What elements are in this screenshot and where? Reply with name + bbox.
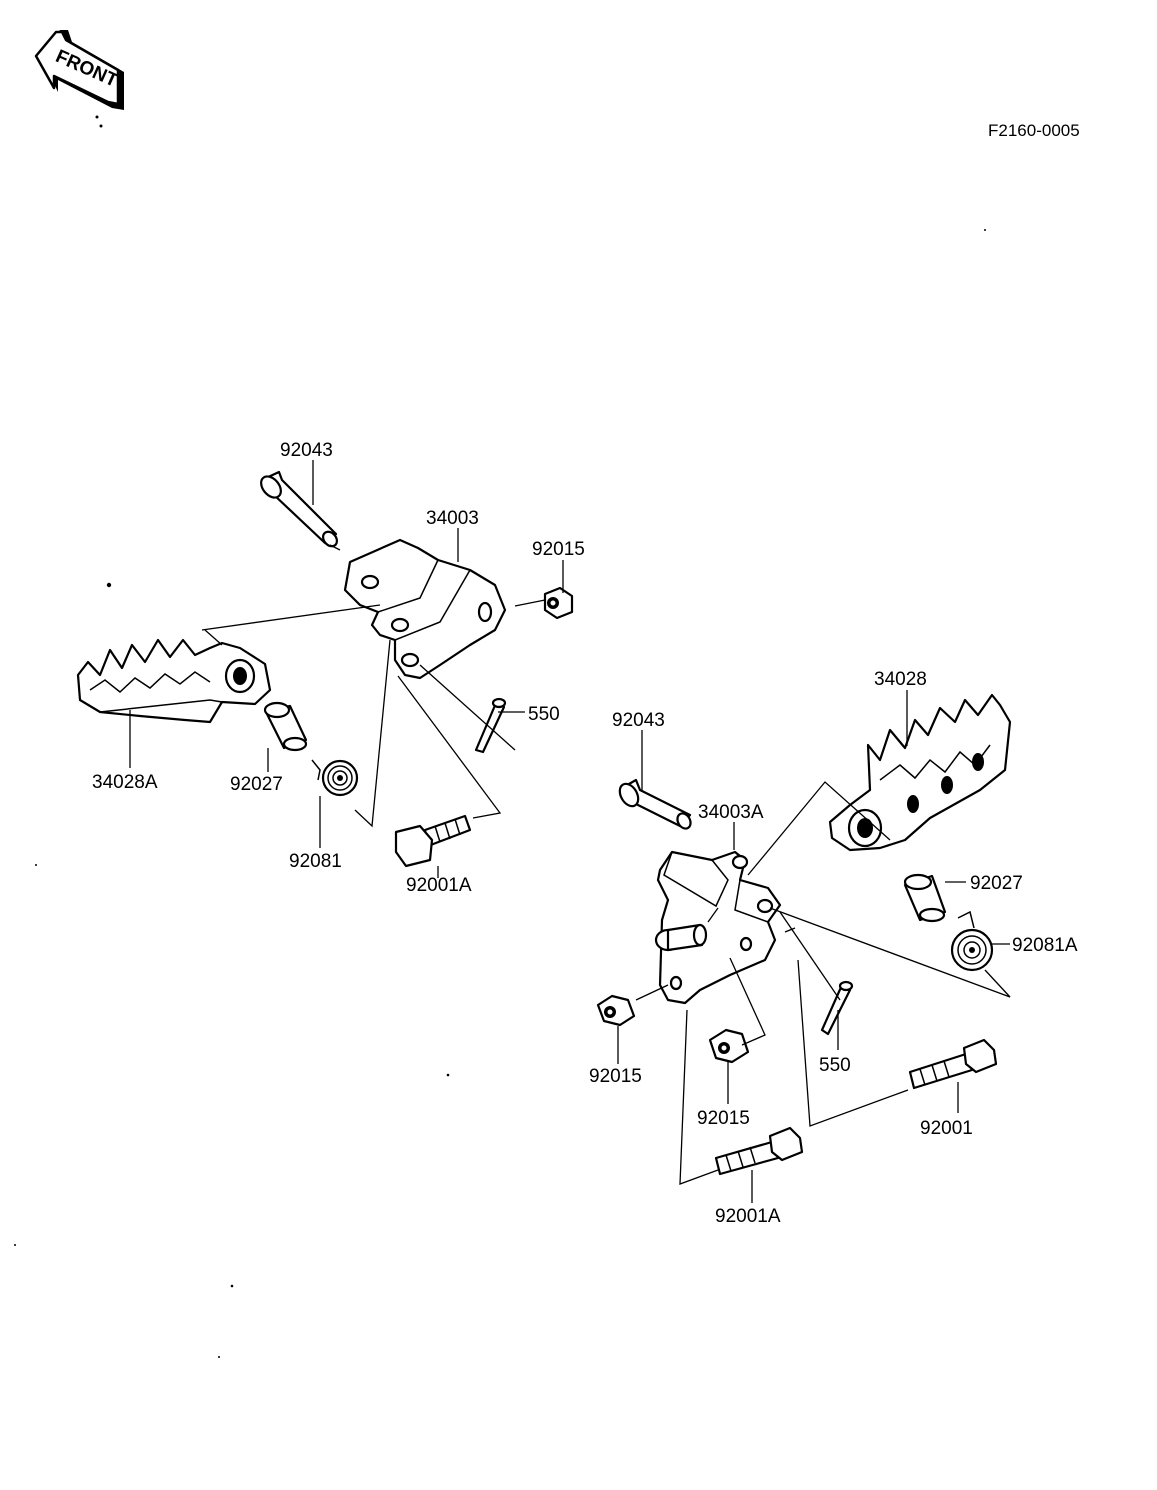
bracket-34003A: [654, 850, 782, 1005]
label-92001A-right: 92001A: [715, 1206, 781, 1227]
bolt-92001A-left: [394, 814, 472, 868]
cotter-pin-550-left: [474, 697, 507, 754]
cotter-pin-550-right: [820, 980, 854, 1036]
label-92001A-left: 92001A: [406, 875, 472, 896]
label-92015-top: 92015: [532, 539, 585, 560]
label-550-right: 550: [819, 1055, 851, 1076]
label-550-left: 550: [528, 704, 560, 725]
pin-92043-right: [618, 778, 692, 830]
spring-92081A: [950, 910, 994, 972]
leader-lines-left: [129, 460, 564, 878]
bushing-92027-left: [263, 701, 308, 752]
leader-lines-right: [617, 690, 1011, 1203]
spring-92081: [311, 759, 359, 797]
footpeg-34028: [828, 693, 1012, 852]
pin-92043-left: [260, 470, 338, 548]
label-92043-right: 92043: [612, 710, 665, 731]
front-arrow-icon: FRONT: [34, 30, 124, 128]
label-92027-left: 92027: [230, 774, 283, 795]
bolt-92001: [908, 1038, 998, 1090]
label-34003A: 34003A: [698, 802, 764, 823]
label-92081A: 92081A: [1012, 935, 1078, 956]
part-labels: 92043 34003 92015 550 34028A 92027 92081…: [92, 440, 1078, 1227]
bolt-92001A-right: [714, 1126, 804, 1176]
nut-92015-top: [543, 586, 574, 620]
label-92001: 92001: [920, 1118, 973, 1139]
label-92043-left: 92043: [280, 440, 333, 461]
nut-92015-bottom-left: [596, 994, 636, 1027]
label-34028: 34028: [874, 669, 927, 690]
label-34003: 34003: [426, 508, 479, 529]
scan-specks: [14, 229, 986, 1358]
label-92015-bottom-center: 92015: [697, 1108, 750, 1129]
bushing-92027-right: [903, 873, 947, 923]
label-92027-right: 92027: [970, 873, 1023, 894]
footpeg-34028A: [76, 638, 272, 724]
label-92015-bottom-left: 92015: [589, 1066, 642, 1087]
figure-code: F2160-0005: [988, 121, 1080, 140]
label-34028A: 34028A: [92, 772, 158, 793]
nut-92015-bottom-center: [708, 1028, 750, 1064]
label-92081: 92081: [289, 851, 342, 872]
bracket-34003: [343, 538, 507, 680]
